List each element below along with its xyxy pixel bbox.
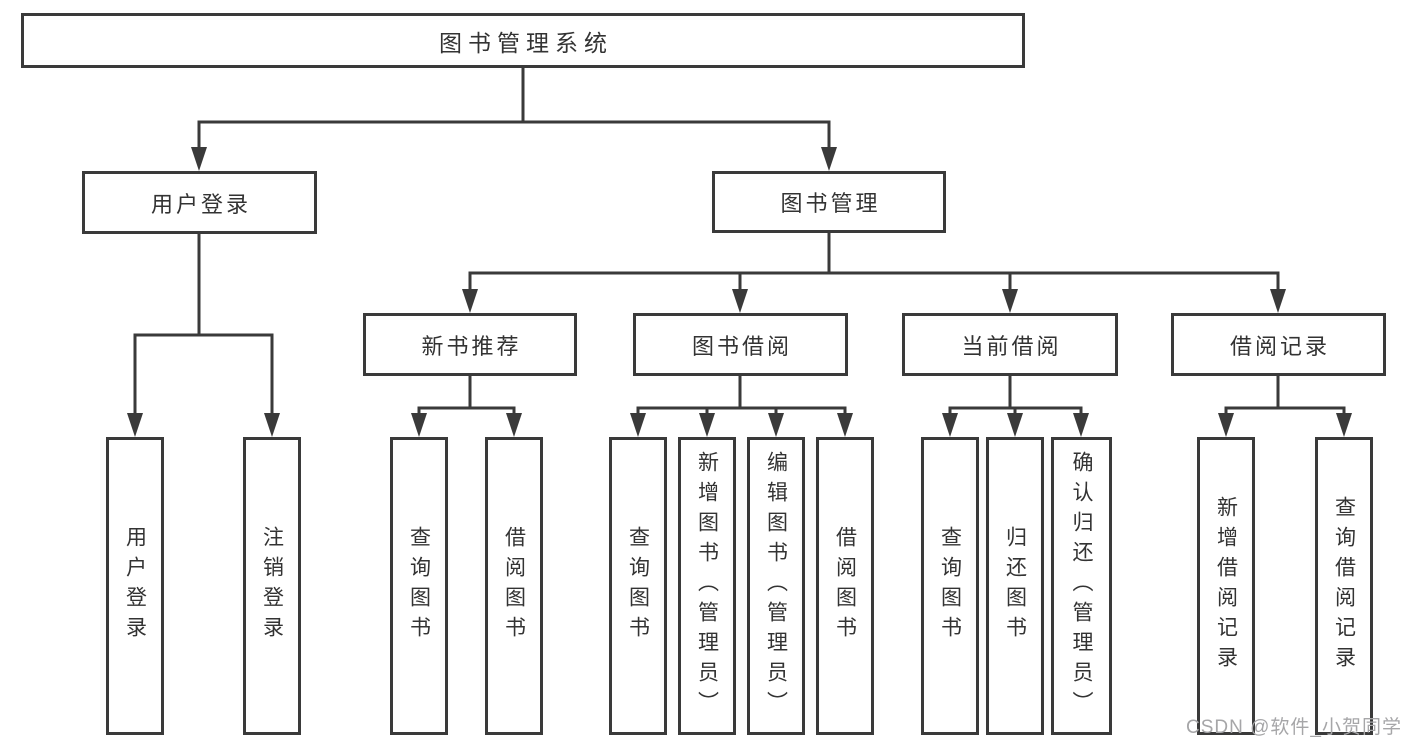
leaf-label: 查询借阅记录 — [1332, 496, 1356, 676]
node-current-borrowing: 当前借阅 — [902, 313, 1118, 376]
node-new-book-recommendation: 新书推荐 — [363, 313, 577, 376]
leaf-query-books-current: 查询图书 — [921, 437, 979, 735]
leaf-label: 查询图书 — [407, 526, 431, 646]
leaf-label: 编辑图书（管理员） — [764, 451, 788, 721]
leaf-user-login: 用户登录 — [106, 437, 164, 735]
leaf-add-books-admin: 新增图书（管理员） — [678, 437, 736, 735]
leaf-label: 新增图书（管理员） — [695, 451, 719, 721]
leaf-label: 借阅图书 — [502, 526, 526, 646]
leaf-label: 查询图书 — [626, 526, 650, 646]
node-user-login: 用户登录 — [82, 171, 317, 234]
leaf-borrow-books-borrowing: 借阅图书 — [816, 437, 874, 735]
node-borrowing-records: 借阅记录 — [1171, 313, 1386, 376]
connector-segments — [133, 68, 1346, 416]
leaf-add-borrow-record: 新增借阅记录 — [1197, 437, 1255, 735]
leaf-label: 确认归还（管理员） — [1070, 451, 1093, 721]
node-current-borrowing-label: 当前借阅 — [961, 333, 1062, 359]
leaf-query-books-recommend: 查询图书 — [390, 437, 448, 735]
leaf-logout: 注销登录 — [243, 437, 301, 735]
node-new-book-recommendation-label: 新书推荐 — [421, 333, 522, 359]
leaf-label: 用户登录 — [123, 526, 147, 646]
node-user-login-label: 用户登录 — [150, 191, 251, 217]
leaf-borrow-books-recommend: 借阅图书 — [485, 437, 543, 735]
leaf-label: 新增借阅记录 — [1214, 496, 1238, 676]
node-root: 图书管理系统 — [21, 13, 1025, 68]
node-root-label: 图书管理系统 — [439, 29, 613, 56]
node-book-borrowing-label: 图书借阅 — [691, 333, 792, 359]
node-borrowing-records-label: 借阅记录 — [1229, 333, 1330, 359]
node-book-borrowing: 图书借阅 — [633, 313, 848, 376]
leaf-edit-books-admin: 编辑图书（管理员） — [747, 437, 805, 735]
leaf-query-borrow-record: 查询借阅记录 — [1315, 437, 1373, 735]
arrowheads — [127, 147, 1352, 437]
watermark: CSDN @软件_小贺同学 — [1186, 717, 1402, 738]
leaf-label: 借阅图书 — [833, 526, 857, 646]
node-book-management: 图书管理 — [712, 171, 946, 233]
leaf-query-books-borrowing: 查询图书 — [609, 437, 667, 735]
leaf-return-books: 归还图书 — [986, 437, 1044, 735]
node-book-management-label: 图书管理 — [780, 191, 881, 216]
leaf-label: 归还图书 — [1003, 526, 1027, 646]
leaf-label: 注销登录 — [260, 526, 284, 646]
leaf-label: 查询图书 — [938, 526, 962, 646]
leaf-confirm-return-admin: 确认归还（管理员） — [1051, 437, 1112, 735]
